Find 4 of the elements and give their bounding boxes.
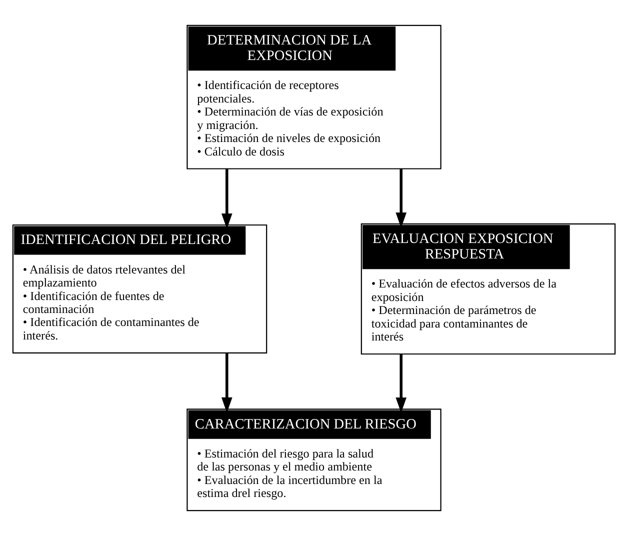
arrow [396,354,407,412]
arrow [221,168,232,228]
arrow [396,168,407,228]
arrow [221,352,232,412]
